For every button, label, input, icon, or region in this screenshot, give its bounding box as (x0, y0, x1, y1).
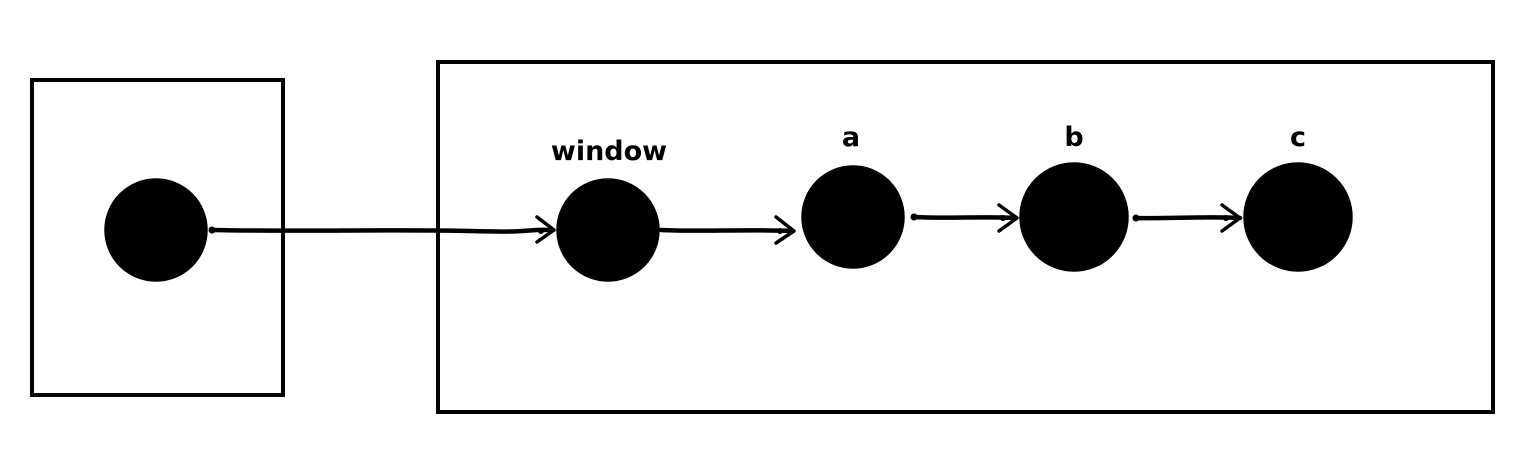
node-a (801, 165, 905, 269)
label-window: window (551, 136, 667, 167)
edge-stack-to-window-line (209, 227, 556, 234)
edge-stack-to-window-start-dot (208, 226, 216, 234)
edge-a-to-b-end-dot (1000, 215, 1006, 221)
edge-b-to-c-start-dot (1132, 214, 1140, 222)
edge-b-to-c-arrowhead (1220, 203, 1242, 233)
label-c: c (1290, 122, 1306, 153)
node-c (1243, 162, 1353, 272)
edge-window-to-a-line (658, 227, 796, 234)
edge-a-to-b-start-dot (910, 213, 918, 221)
node-b (1019, 162, 1129, 272)
edge-a-to-b-arrowhead (997, 203, 1019, 233)
edge-window-to-a (658, 215, 796, 245)
stack-frame-box (30, 78, 285, 397)
edge-b-to-c (1132, 203, 1243, 233)
stack-node (104, 178, 208, 282)
edge-b-to-c-end-dot (1223, 215, 1229, 221)
edge-stack-to-window-arrowhead (535, 215, 556, 244)
node-window (556, 178, 660, 282)
label-b: b (1064, 122, 1083, 153)
edge-window-to-a-end-dot (777, 228, 783, 234)
label-a: a (842, 122, 860, 153)
edge-window-to-a-arrowhead (774, 215, 796, 245)
edge-a-to-b (910, 203, 1019, 233)
edge-stack-to-window (208, 215, 556, 244)
edge-stack-to-window-end-dot (538, 228, 544, 234)
heap-frame-box (436, 60, 1495, 414)
